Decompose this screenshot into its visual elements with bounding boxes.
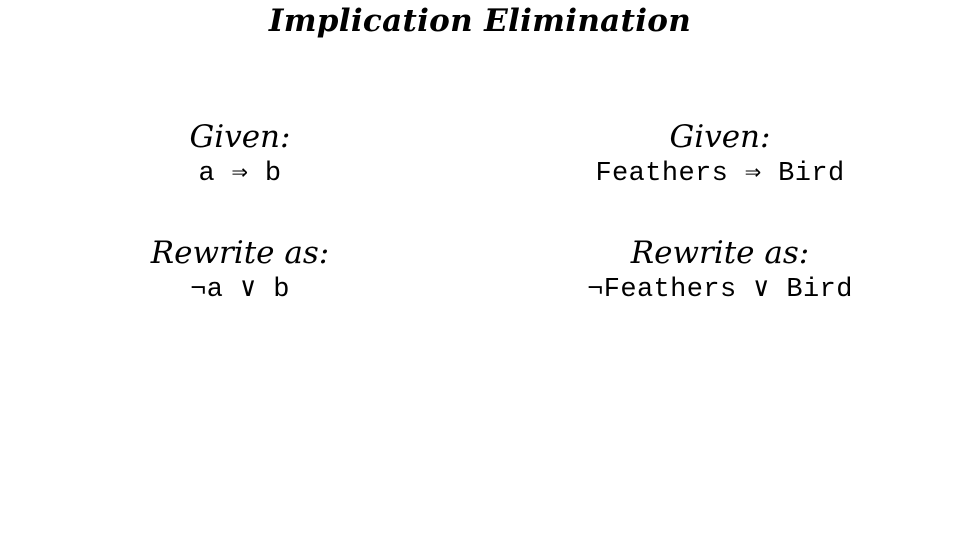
right-rewrite-formula: ¬Feathers ∨ Bird [587,275,853,305]
left-column: Given: a ⇒ b Rewrite as: ¬a ∨ b [0,116,480,306]
right-given-heading: Given: [669,119,771,155]
left-rewrite-block: Rewrite as: ¬a ∨ b [0,232,480,306]
right-given-formula: Feathers ⇒ Bird [595,159,845,189]
left-given-block: Given: a ⇒ b [0,116,480,190]
right-rewrite-heading: Rewrite as: [630,235,810,271]
left-rewrite-formula: ¬a ∨ b [190,275,290,305]
right-rewrite-block: Rewrite as: ¬Feathers ∨ Bird [480,232,960,306]
slide-title: Implication Elimination [268,3,692,39]
left-given-formula: a ⇒ b [198,159,282,189]
right-given-block: Given: Feathers ⇒ Bird [480,116,960,190]
right-column: Given: Feathers ⇒ Bird Rewrite as: ¬Feat… [480,116,960,306]
left-given-heading: Given: [189,119,291,155]
left-rewrite-heading: Rewrite as: [150,235,330,271]
